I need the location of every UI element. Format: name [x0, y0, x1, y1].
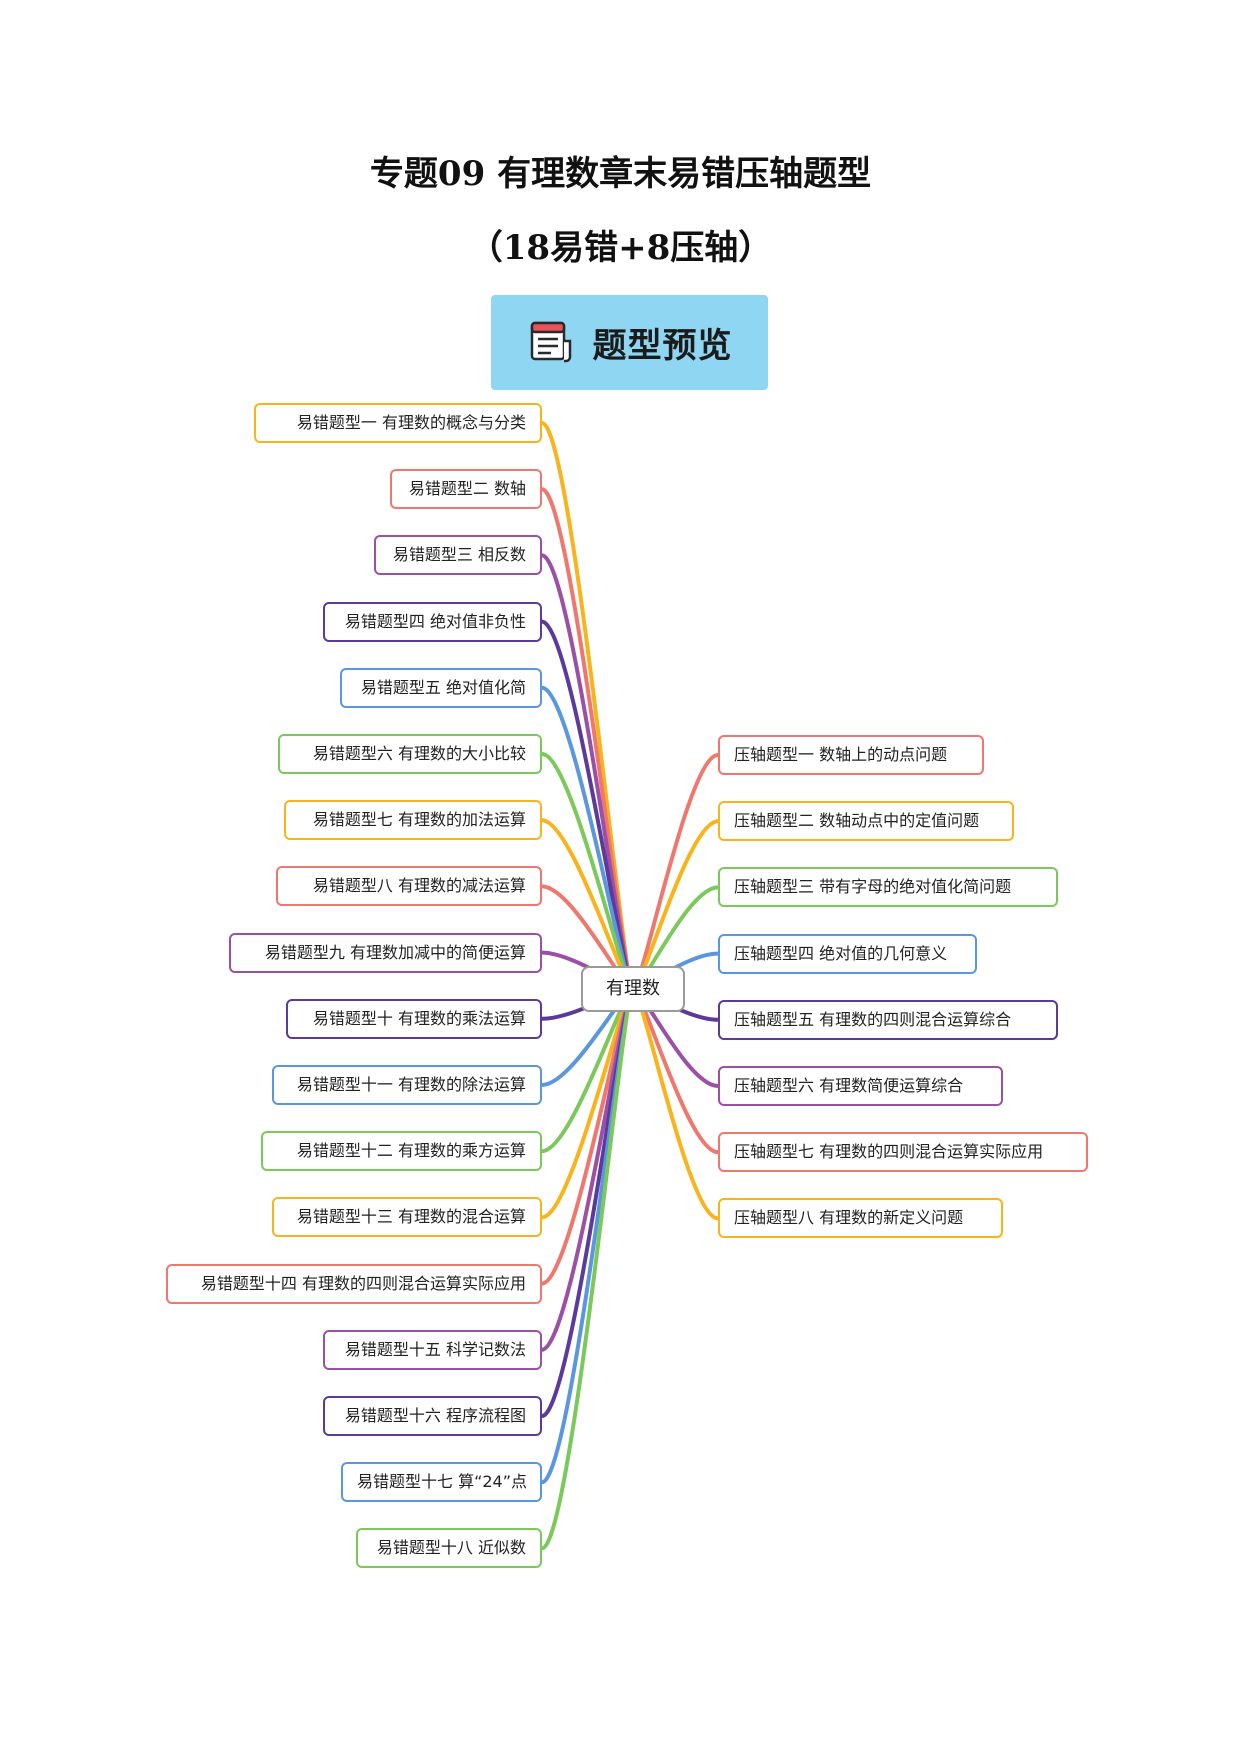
connector-right	[631, 987, 720, 1221]
mindmap-node-left[interactable]: 易错题型十四 有理数的四则混合运算实际应用	[166, 1263, 542, 1304]
mindmap-node-left[interactable]: 易错题型十一 有理数的除法运算	[272, 1065, 542, 1105]
mindmap-node-left[interactable]: 易错题型十六 程序流程图	[323, 1396, 542, 1436]
mindmap-node-left[interactable]: 易错题型五 绝对值化简	[340, 667, 542, 708]
mindmap-node-right[interactable]: 压轴题型三 带有字母的绝对值化简问题	[718, 867, 1058, 908]
mindmap-node-left[interactable]: 易错题型十 有理数的乘法运算	[286, 998, 542, 1039]
mindmap-node-right[interactable]: 压轴题型二 数轴动点中的定值问题	[718, 801, 1014, 842]
mindmap-node-right[interactable]: 压轴题型六 有理数简便运算综合	[718, 1066, 1003, 1106]
banner-label: 题型预览	[592, 326, 733, 366]
mindmap-node-left[interactable]: 易错题型七 有理数的加法运算	[284, 800, 542, 841]
mindmap-node-left[interactable]: 易错题型十五 科学记数法	[323, 1329, 542, 1370]
connector-left	[540, 987, 635, 1220]
mindmap-node-left[interactable]: 易错题型十三 有理数的混合运算	[272, 1197, 542, 1238]
mindmap-node-left[interactable]: 易错题型六 有理数的大小比较	[278, 734, 542, 774]
preview-banner: 题型预览	[491, 295, 768, 390]
mindmap-node-left[interactable]: 易错题型九 有理数加减中的简便运算	[229, 932, 542, 973]
mindmap-node-left[interactable]: 易错题型十八 近似数	[356, 1528, 542, 1569]
mindmap-node-left[interactable]: 易错题型八 有理数的减法运算	[276, 866, 542, 907]
page-subtitle: （18易错+8压轴）	[468, 228, 773, 268]
mindmap-node-left[interactable]: 易错题型十七 算“24”点	[341, 1462, 542, 1503]
mindmap-node-left[interactable]: 易错题型十二 有理数的乘方运算	[261, 1131, 542, 1172]
mindmap-node-right[interactable]: 压轴题型七 有理数的四则混合运算实际应用	[718, 1132, 1088, 1173]
mindmap-node-right[interactable]: 压轴题型五 有理数的四则混合运算综合	[718, 999, 1058, 1040]
mindmap-node-left[interactable]: 易错题型一 有理数的概念与分类	[254, 403, 542, 443]
mindmap-node-right[interactable]: 压轴题型一 数轴上的动点问题	[718, 735, 984, 775]
connector-left	[540, 987, 635, 1551]
mindmap-node-left[interactable]: 易错题型三 相反数	[374, 535, 542, 576]
mindmap-node-right[interactable]: 压轴题型四 绝对值的几何意义	[718, 933, 977, 974]
mindmap-node-right[interactable]: 压轴题型八 有理数的新定义问题	[718, 1198, 1003, 1239]
mindmap-node-left[interactable]: 易错题型四 绝对值非负性	[323, 601, 542, 642]
document-icon	[527, 317, 575, 369]
mindmap-node-left[interactable]: 易错题型二 数轴	[390, 469, 542, 510]
mindmap-center-node[interactable]: 有理数	[581, 966, 685, 1012]
page-title: 专题09 有理数章末易错压轴题型	[369, 154, 872, 194]
